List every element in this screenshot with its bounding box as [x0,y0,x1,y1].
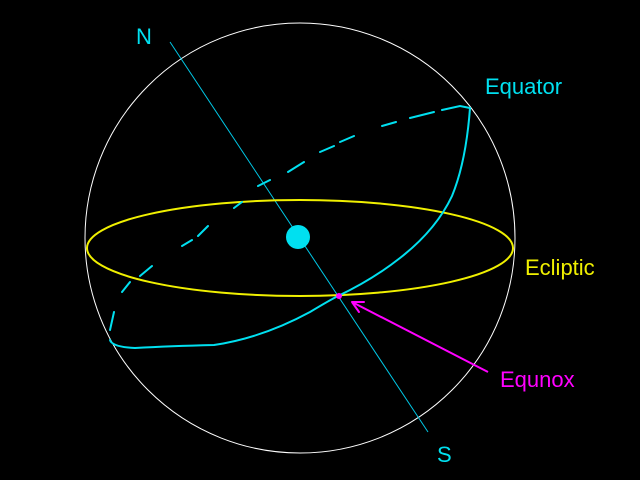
celestial-sphere [84,22,516,454]
equinox-point [336,293,342,299]
equator-back-dashed [109,104,471,331]
ecliptic-ellipse [86,199,514,297]
sun [286,225,310,249]
south-pole-label: S [437,442,452,467]
equinox-label: Equnox [500,367,575,392]
equator-front-solid [109,107,471,350]
north-pole-label: N [136,24,152,49]
ecliptic-label: Ecliptic [525,255,595,280]
equinox-arrow-head [351,301,365,313]
equinox-arrow-shaft [351,301,489,373]
equator-label: Equator [485,74,563,99]
